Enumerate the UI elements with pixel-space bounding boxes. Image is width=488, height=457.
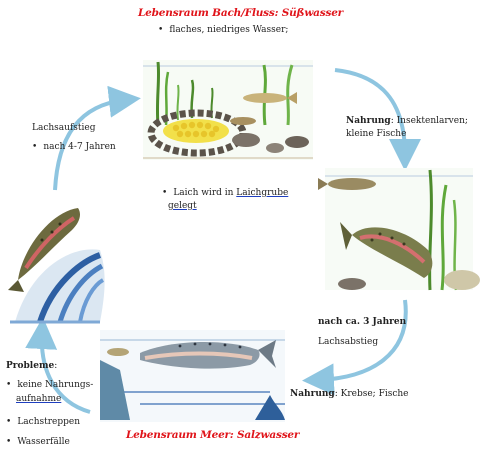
problem-waterfalls: Wasserfälle bbox=[6, 436, 69, 449]
problems-title: Probleme: bbox=[6, 361, 58, 371]
food-river-text: Nahrung: Insektenlarven; kleine Fische bbox=[346, 116, 468, 139]
sea-salmon-scene bbox=[100, 330, 285, 422]
arrow-top-right bbox=[334, 68, 421, 171]
young-salmon-scene bbox=[318, 168, 480, 291]
descent-label: Lachsabstieg bbox=[318, 337, 379, 347]
arrow-right-bottom bbox=[302, 299, 408, 396]
problem-no-food-line2: aufnahme bbox=[16, 394, 62, 404]
problem-no-food: keine Nahrungs- bbox=[6, 379, 93, 392]
food-sea-text: Nahrung: Krebse; Fische bbox=[290, 389, 409, 399]
habitat-river-note: flaches, niedriges Wasser; bbox=[158, 24, 288, 37]
habitat-river-title: Lebensraum Bach/Fluss: Süßwasser bbox=[138, 7, 344, 19]
after-years-label: nach ca. 3 Jahren bbox=[318, 317, 407, 327]
ascent-note: nach 4-7 Jahren bbox=[32, 141, 115, 154]
spawning-note: Laich wird in Laichgrube bbox=[162, 187, 288, 200]
arrow-left-top bbox=[53, 85, 141, 191]
problem-fish-ladders: Lachstreppen bbox=[6, 416, 80, 429]
ascent-title: Lachsaufstieg bbox=[32, 123, 96, 133]
river-spawning-scene bbox=[143, 60, 313, 160]
spawning-note-line2: gelegt bbox=[168, 201, 197, 211]
waterfall-salmon-scene bbox=[8, 208, 105, 324]
habitat-sea-title: Lebensraum Meer: Salzwasser bbox=[126, 429, 300, 441]
